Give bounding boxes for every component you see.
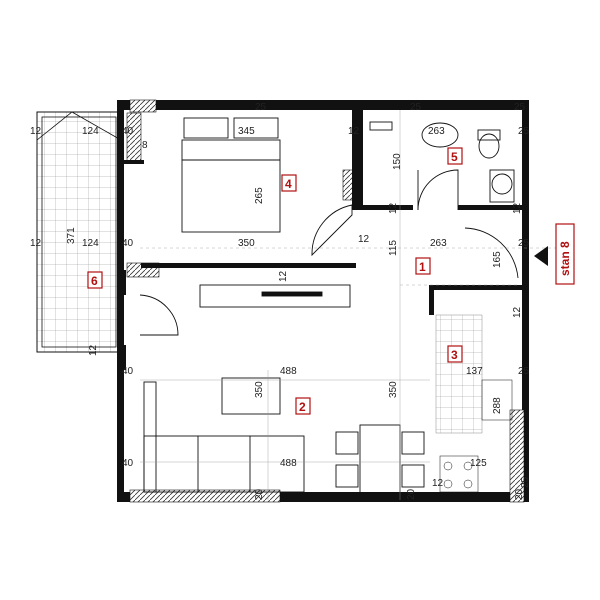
dim-bot-20-a: 20 — [254, 488, 265, 500]
dim-kit-12-b: 12 — [432, 478, 444, 489]
guide-lines — [140, 110, 560, 500]
dim-bath-12-a: 12 — [388, 202, 399, 214]
outer-walls — [117, 100, 529, 502]
dim-bath-150: 150 — [392, 153, 403, 170]
dim-bath-25-right: 25 — [518, 126, 530, 137]
dim-liv-350-right: 350 — [388, 381, 399, 398]
dim-bed-12-right: 12 — [348, 126, 360, 137]
dim-top-25-b: 25 — [410, 102, 422, 113]
dim-liv-350-left: 350 — [254, 381, 265, 398]
dimensions: 25 25 25 12 124 40 8 345 12 263 25 150 2… — [30, 102, 531, 500]
dim-bed-265: 265 — [254, 187, 265, 204]
dim-liv-488-bottom: 488 — [280, 458, 297, 469]
room-label-5: 5 — [451, 150, 458, 164]
dim-kit-125: 125 — [470, 458, 487, 469]
room-label-6: 6 — [91, 274, 98, 288]
dim-kit-25: 25 — [518, 366, 530, 377]
dim-liv-488-top: 488 — [280, 366, 297, 377]
dim-hall-165: 165 — [492, 251, 503, 268]
dim-hall-40: 40 — [122, 238, 134, 249]
dim-hall-25-right: 25 — [518, 238, 530, 249]
apartment-label: stan 8 — [558, 241, 572, 276]
dim-bal-124-top: 124 — [82, 126, 99, 137]
dim-liv-40-a: 40 — [122, 366, 134, 377]
balcony — [36, 111, 122, 353]
dim-hall-12-left: 12 — [30, 238, 42, 249]
dim-bed-40-top: 40 — [122, 126, 134, 137]
interior-walls — [117, 110, 522, 370]
dim-bed-350: 350 — [238, 238, 255, 249]
dim-bal-371: 371 — [66, 227, 77, 244]
dim-bath-263-top: 263 — [428, 126, 445, 137]
room-label-2: 2 — [299, 400, 306, 414]
dim-bed-345: 345 — [238, 126, 255, 137]
room-labels: 1 2 3 4 5 6 — [87, 147, 463, 415]
bathroom-fixtures — [369, 121, 515, 203]
entrance-marker: stan 8 — [534, 223, 575, 285]
entrance-arrow-icon — [534, 246, 548, 266]
tv-cabinet — [199, 284, 351, 308]
dim-top-25-a: 25 — [255, 102, 267, 113]
kitchen-counter — [435, 314, 513, 493]
dim-bed-8: 8 — [142, 140, 148, 151]
dining-table — [335, 424, 425, 494]
dim-bal-12-bottom: 12 — [88, 344, 99, 356]
dim-bal-12-left: 12 — [30, 126, 42, 137]
dim-bath-12-b: 12 — [512, 202, 523, 214]
room-label-1: 1 — [419, 260, 426, 274]
dim-kit-25-b: 25 — [520, 476, 531, 488]
doors — [139, 169, 519, 336]
dim-kit-288: 288 — [492, 397, 503, 414]
dim-hall-12-mid: 12 — [358, 234, 370, 245]
dim-bot-20-c: 20 — [514, 488, 525, 500]
dim-top-25-c: 25 — [514, 102, 526, 113]
dim-wall-12-below-bed: 12 — [278, 270, 289, 282]
dim-kit-137: 137 — [466, 366, 483, 377]
dim-kit-12: 12 — [512, 306, 523, 318]
sofa — [143, 377, 305, 493]
dim-hall-263: 263 — [430, 238, 447, 249]
room-label-4: 4 — [285, 177, 292, 191]
dim-hall-115: 115 — [388, 240, 399, 256]
dim-bot-20-b: 20 — [406, 488, 417, 500]
bed — [181, 117, 281, 233]
room-label-3: 3 — [451, 348, 458, 362]
dim-bal-124-mid: 124 — [82, 238, 99, 249]
dim-liv-40-b: 40 — [122, 458, 134, 469]
